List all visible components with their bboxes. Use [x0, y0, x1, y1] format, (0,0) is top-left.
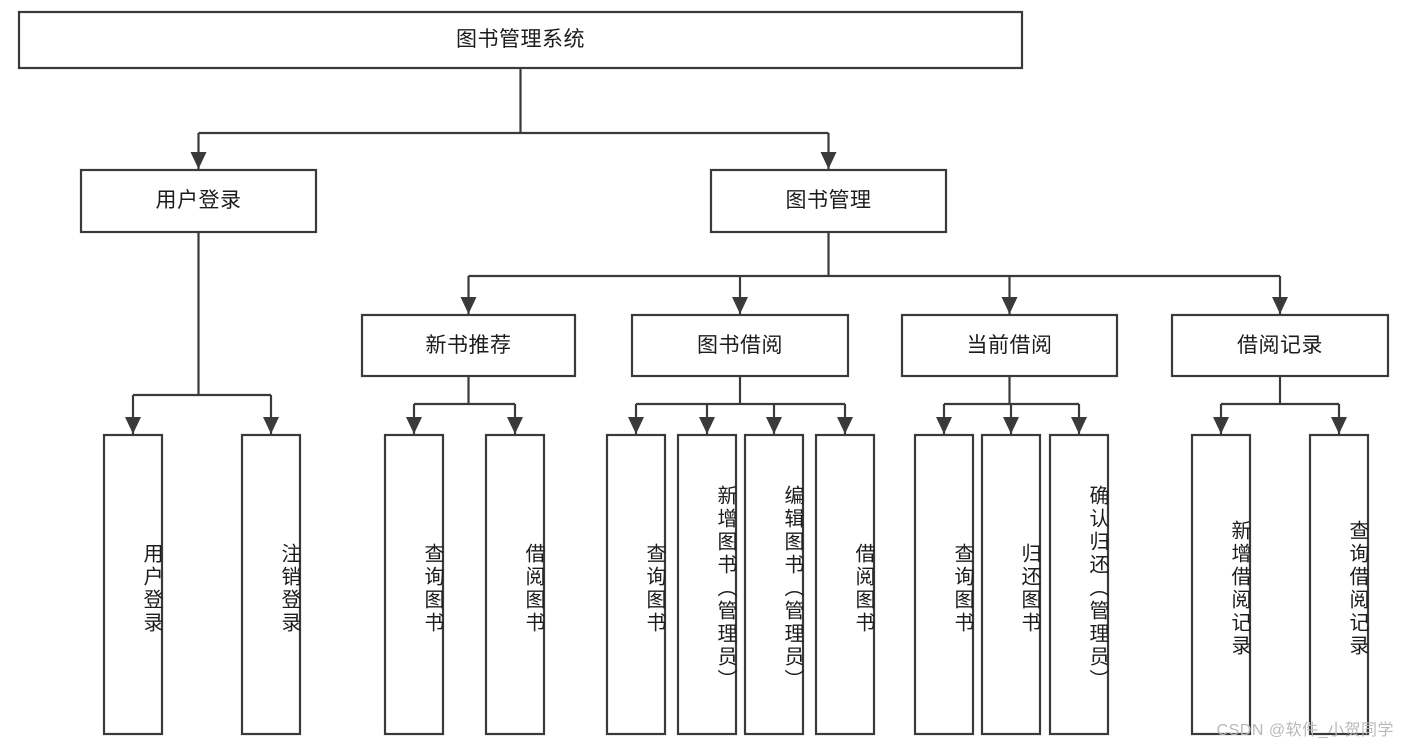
- bookmgmt-to-l3-arrow-3: [1272, 297, 1288, 314]
- node-新增图书管理员-box[interactable]: [676, 433, 738, 736]
- node-新书推荐-box[interactable]: [360, 313, 577, 378]
- node-图书管理系统-box[interactable]: [17, 10, 1024, 70]
- node-查询图书-box[interactable]: [913, 433, 975, 736]
- boxes-layer: [17, 10, 1390, 736]
- root-to-l2-arrow-1: [820, 152, 837, 169]
- node-当前借阅-box[interactable]: [900, 313, 1119, 378]
- node-查询图书-box[interactable]: [605, 433, 667, 736]
- current-to-leaves-arrow-2: [1071, 417, 1087, 434]
- records-to-leaves-arrow-0: [1213, 417, 1229, 434]
- node-归还图书-box[interactable]: [980, 433, 1042, 736]
- node-查询图书-box[interactable]: [383, 433, 445, 736]
- node-注销登录-box[interactable]: [240, 433, 302, 736]
- borrow-to-leaves-arrow-2: [766, 417, 782, 434]
- node-新增借阅记录-box[interactable]: [1190, 433, 1252, 736]
- watermark: CSDN @软件_小贺同学: [1216, 722, 1394, 739]
- node-图书借阅-box[interactable]: [630, 313, 850, 378]
- node-图书管理-box[interactable]: [709, 168, 948, 234]
- current-to-leaves-arrow-0: [936, 417, 952, 434]
- newbook-to-leaves-arrow-1: [507, 417, 523, 434]
- newbook-to-leaves-arrow-0: [406, 417, 422, 434]
- node-编辑图书管理员-box[interactable]: [743, 433, 805, 736]
- borrow-to-leaves-arrow-3: [837, 417, 853, 434]
- bookmgmt-to-l3-arrow-1: [732, 297, 748, 314]
- bookmgmt-to-l3-arrow-0: [460, 297, 477, 314]
- node-借阅记录-box[interactable]: [1170, 313, 1390, 378]
- userlogin-to-leaves-arrow-0: [125, 417, 141, 434]
- borrow-to-leaves-arrow-1: [699, 417, 715, 434]
- node-用户登录-box[interactable]: [102, 433, 164, 736]
- node-借阅图书-box[interactable]: [484, 433, 546, 736]
- current-to-leaves-arrow-1: [1003, 417, 1019, 434]
- node-用户登录-box[interactable]: [79, 168, 318, 234]
- borrow-to-leaves-arrow-0: [628, 417, 644, 434]
- node-查询借阅记录-box[interactable]: [1308, 433, 1370, 736]
- node-借阅图书-box[interactable]: [814, 433, 876, 736]
- userlogin-to-leaves-arrow-1: [263, 417, 279, 434]
- root-to-l2-arrow-0: [190, 152, 207, 169]
- bookmgmt-to-l3-arrow-2: [1001, 297, 1018, 314]
- records-to-leaves-arrow-1: [1331, 417, 1347, 434]
- edges-layer: [125, 68, 1347, 434]
- node-确认归还管理员-box[interactable]: [1048, 433, 1110, 736]
